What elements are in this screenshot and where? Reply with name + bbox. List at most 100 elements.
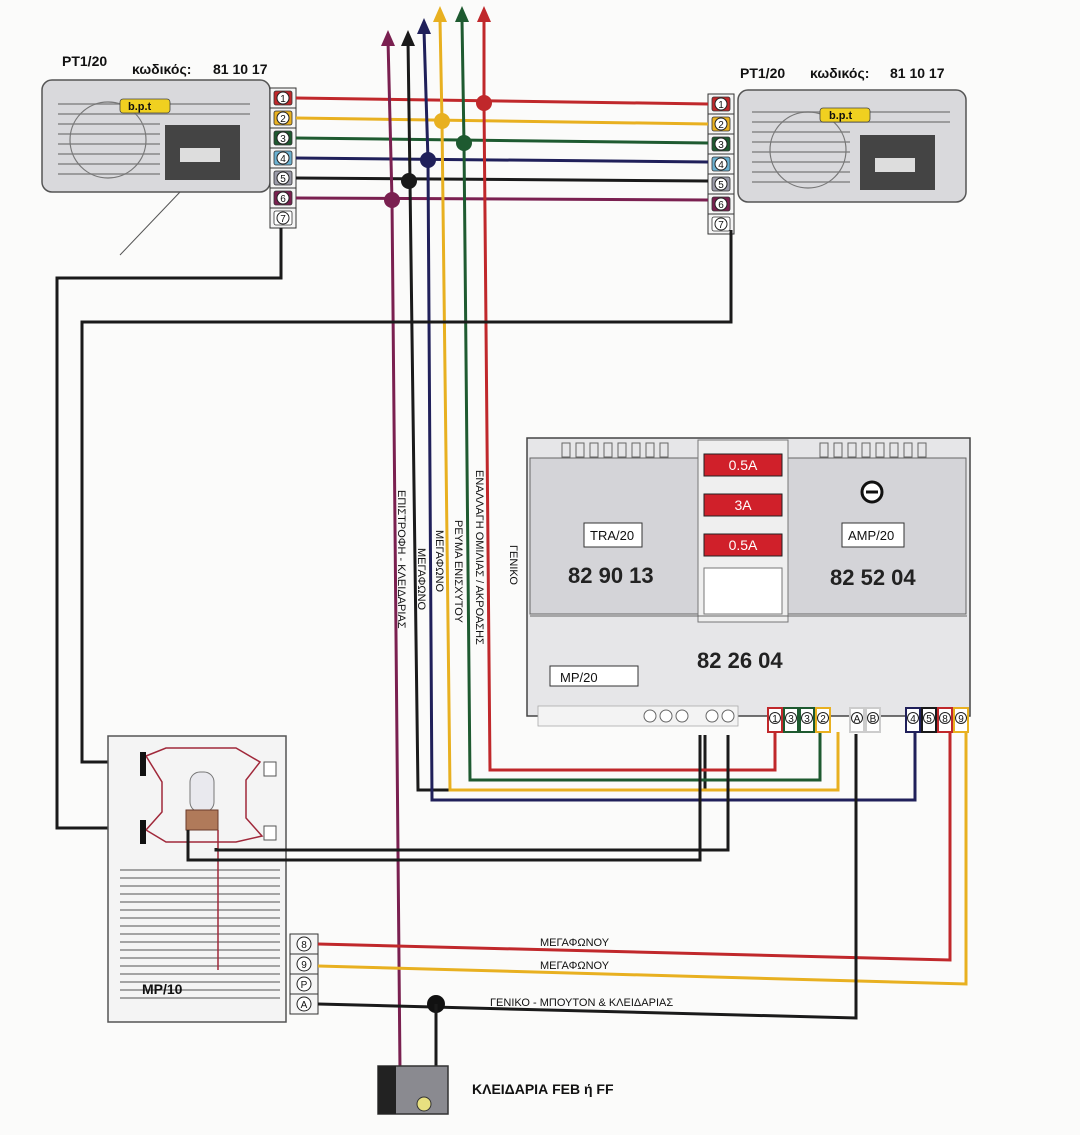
- junction-red: [476, 95, 492, 111]
- riser-red: [482, 20, 777, 772]
- door-terminal-label-P: P: [301, 980, 308, 991]
- wire-lamp-to-supply: [186, 735, 702, 862]
- fuse-label-1: 0.5A: [729, 457, 758, 473]
- right-terminal-ring-2: [714, 117, 728, 131]
- left-terminal-label-6: 6: [280, 194, 286, 205]
- right-terminal-label-3: 3: [718, 140, 724, 151]
- tra-tag: [583, 522, 643, 548]
- left-terminal-ring-4: [276, 151, 290, 165]
- supply-terminal-label-9: 8: [942, 714, 948, 725]
- amp-tag: [841, 522, 905, 548]
- right-terminal-label-6: 6: [718, 200, 724, 211]
- intercom-right-code: 81 10 17: [890, 65, 945, 81]
- left-terminal-label-4: 4: [280, 154, 286, 165]
- intercom-right-title: PT1/20: [740, 65, 785, 81]
- supply-terminal-label-6: B: [870, 714, 877, 725]
- door-terminal-ring-P: [296, 976, 312, 992]
- right-terminal-ring-1: [714, 97, 728, 111]
- wire-door-a-label: ΓΕΝΙΚΟ - ΜΠΟΥΤΟΝ & ΚΛΕΙΔΑΡΙΑΣ: [490, 997, 673, 1009]
- door-panel-label: MP/10: [142, 981, 183, 997]
- tra-code: 82 90 13: [568, 563, 654, 588]
- supply-terminal-ring-7: [907, 712, 919, 724]
- supply-terminal-ring-9: [939, 712, 951, 724]
- left-terminal-ring-5: [276, 171, 290, 185]
- supply-terminal-ring-3: [801, 712, 813, 724]
- intercom-right-speaker: [769, 111, 847, 189]
- left-terminal-ring-2: [276, 111, 290, 125]
- mp-label: MP/20: [560, 670, 598, 685]
- supply-terminal-ring-4: [817, 712, 829, 724]
- junction-navy: [420, 152, 436, 168]
- tra-vents: [561, 442, 669, 458]
- right-terminal-label-7: 7: [718, 220, 724, 231]
- intercom-left-code: 81 10 17: [213, 61, 268, 77]
- door-panel-lamp-base: [185, 809, 219, 831]
- supply-terminal-label-10: 9: [958, 714, 964, 725]
- supply-terminal-label-2: 3: [788, 714, 794, 725]
- fuse-1: [703, 453, 783, 477]
- supply-terminal-label-3: 3: [804, 714, 810, 725]
- supply-terminal-label-1: 1: [772, 714, 778, 725]
- supply-terminal-label-7: 4: [910, 714, 916, 725]
- wire-label-common: ΓΕΝΙΚΟ: [507, 545, 519, 585]
- supply-terminal-ring-6: [867, 712, 879, 724]
- right-terminal-label-5: 5: [718, 180, 724, 191]
- riser-black: [406, 39, 707, 792]
- mp-code: 82 26 04: [697, 648, 783, 673]
- supply-terminal-ring-1: [769, 712, 781, 724]
- bus-wires: [295, 96, 709, 202]
- supply-terminal-ring-8: [923, 712, 935, 724]
- door-panel-grille: [120, 869, 280, 999]
- door-lock: ΚΛΕΙΔΑΡΙΑ FEB ή FF: [377, 1065, 614, 1115]
- intercom-left-speaker: [69, 101, 147, 179]
- door-terminal-label-A: A: [301, 1000, 308, 1011]
- wire-door-9-label: ΜΕΓΑΦΩΝΟΥ: [540, 960, 610, 972]
- left-terminal-ring-3: [276, 131, 290, 145]
- fuse-3: [703, 533, 783, 557]
- right-terminal-ring-5: [714, 177, 728, 191]
- wire-label-lock-return: ΕΠΙΣΤΡΟΦΗ - ΚΛΕΙΔΑΡΙΑΣ: [395, 490, 407, 629]
- junction-dots: [384, 95, 492, 208]
- bus-wire-1: [295, 96, 709, 106]
- bus-wire-2: [295, 116, 709, 126]
- wire-label-speaker-1: ΜΕΓΑΦΩΝΟ: [415, 548, 427, 611]
- right-terminal-ring-7: [714, 217, 728, 231]
- wire-door-8: [317, 732, 952, 962]
- door-panel-bracket: [144, 747, 264, 843]
- junction-black: [401, 173, 417, 189]
- riser-green: [460, 19, 822, 782]
- junction-yellow: [434, 113, 450, 129]
- supply-terminal-label-8: 5: [926, 714, 932, 725]
- bus-wire-4: [295, 156, 709, 164]
- terminal-strip-left: [537, 705, 739, 727]
- intercom-right-brand: b.p.t: [829, 110, 853, 122]
- wire-labels: ΕΠΙΣΤΡΟΦΗ - ΚΛΕΙΔΑΡΙΑΣ ΜΕΓΑΦΩΝΟ ΜΕΓΑΦΩΝΟ…: [395, 470, 519, 645]
- door-terminal-ring-9: [296, 956, 312, 972]
- right-terminal-ring-4: [714, 157, 728, 171]
- junction-green: [456, 135, 472, 151]
- right-terminal-ring-3: [714, 137, 728, 151]
- bus-wire-3: [295, 136, 709, 145]
- fuse-label-3: 0.5A: [729, 537, 758, 553]
- riser-arrows: [381, 6, 491, 46]
- door-lock-label: ΚΛΕΙΔΑΡΙΑ FEB ή FF: [472, 1081, 614, 1097]
- right-terminal-label-2: 2: [718, 120, 724, 131]
- wire-label-speaker-2: ΜΕΓΑΦΩΝΟ: [433, 530, 445, 593]
- intercom-left-badge: [119, 98, 171, 114]
- intercom-left-grille: [58, 103, 250, 175]
- wire-lamp-to-supply-2: [214, 735, 730, 852]
- wire-left-7-loop: [55, 228, 283, 830]
- intercom-right-code-label: κωδικός:: [810, 65, 869, 81]
- wire-right-7-loop: [80, 230, 733, 764]
- amp-code: 82 52 04: [830, 565, 916, 590]
- bus-wire-5: [295, 176, 709, 183]
- left-terminal-label-7: 7: [280, 214, 286, 225]
- supply-terminal-label-5: A: [854, 714, 861, 725]
- fuse-2: [703, 493, 783, 517]
- wire-door-8-label: ΜΕΓΑΦΩΝΟΥ: [540, 937, 610, 949]
